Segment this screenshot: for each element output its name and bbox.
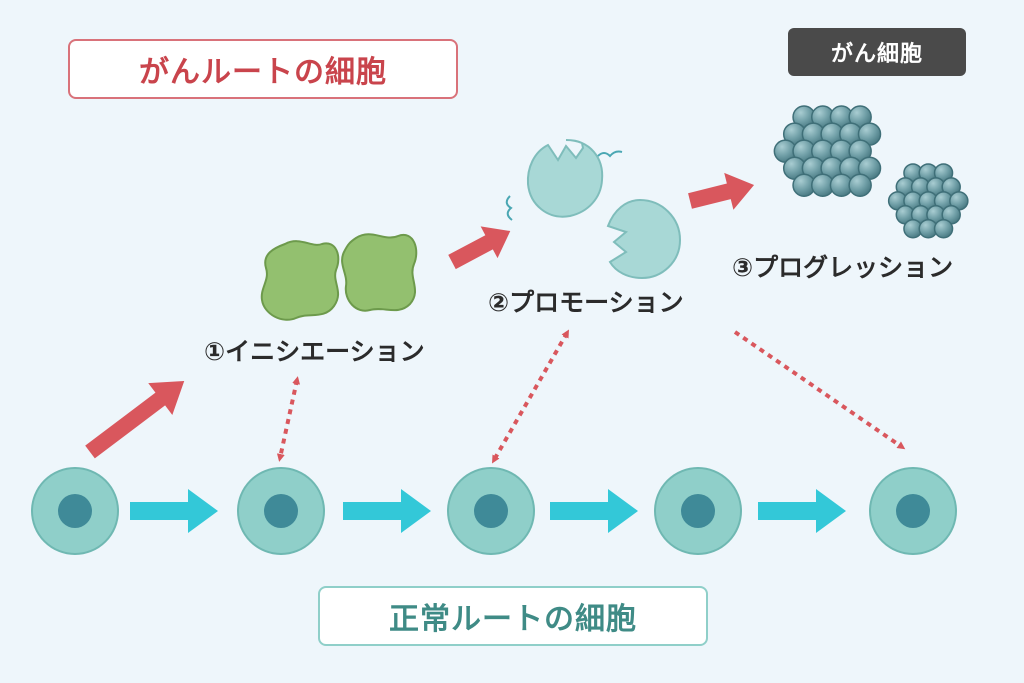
promoted-cells (505, 139, 682, 280)
dotted-double-arrow-icon (276, 376, 301, 462)
normal-cell-icon (447, 467, 535, 555)
right-arrow-icon (343, 489, 431, 533)
up-right-arrow-icon (85, 380, 185, 459)
normal-cell-icon (31, 467, 119, 555)
promoted-cell-icon (505, 139, 623, 221)
dotted-double-arrow-icon (492, 329, 569, 464)
cancer-cell-ball (933, 219, 954, 239)
cancer-cell-cluster-icon (887, 163, 969, 239)
up-right-arrow-icon (448, 226, 511, 270)
right-arrow-icon (550, 489, 638, 533)
initiated-cells (260, 233, 418, 321)
initiated-cell-icon (260, 240, 340, 321)
right-arrow-icon (688, 172, 755, 210)
normal-route-label: 正常ルートの細胞 (318, 586, 708, 646)
progression-stage-label: ③プログレッション (732, 253, 954, 282)
cancer-cell-cluster-icon (773, 105, 882, 197)
cancer-cell-ball (848, 173, 872, 197)
right-arrow-icon (758, 489, 846, 533)
dotted-double-arrow-icon (733, 330, 906, 450)
initiated-cell-icon (341, 233, 418, 312)
normal-cell-icon (654, 467, 742, 555)
normal-cell-row (31, 467, 957, 555)
promoted-cell-icon (606, 198, 682, 280)
cancer-route-arrows (85, 172, 755, 459)
dotted-links (276, 329, 906, 464)
right-arrow-icon (130, 489, 218, 533)
promotion-stage-label: ②プロモーション (488, 288, 684, 317)
cancer-route-label: がんルートの細胞 (68, 39, 458, 99)
normal-route-arrows (130, 489, 846, 533)
normal-cell-icon (237, 467, 325, 555)
initiation-stage-label: ①イニシエーション (204, 337, 425, 366)
cancer-cell-badge: がん細胞 (788, 28, 966, 76)
normal-cell-icon (869, 467, 957, 555)
